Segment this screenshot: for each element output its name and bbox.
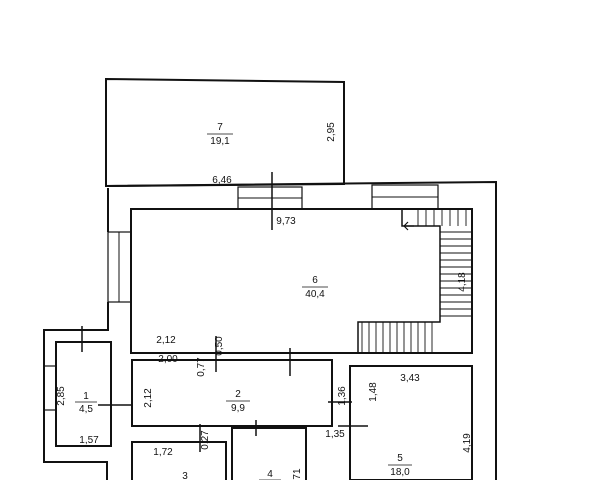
dim-label: 9,73 — [276, 216, 296, 227]
dim-label: 71 — [292, 468, 303, 480]
room-2-outline — [131, 359, 333, 427]
dim-label: 1,48 — [368, 382, 379, 402]
dim-label: 1,57 — [79, 435, 99, 446]
outer-wall — [105, 180, 497, 480]
dim-label: 1,35 — [325, 429, 345, 440]
room-4-number: 4 — [267, 469, 273, 480]
room-5-outline — [349, 365, 473, 480]
room-4-outline — [231, 427, 307, 480]
dim-label: 0,77 — [196, 357, 207, 377]
room-7-outline — [105, 77, 345, 188]
dim-label: 0,27 — [200, 430, 211, 450]
window — [43, 365, 57, 411]
dim-label: 2,00 — [158, 354, 178, 365]
staircase-outline — [357, 209, 441, 353]
room-3-outline — [131, 441, 227, 480]
dim-label: 4,19 — [462, 433, 473, 453]
dim-label: 0,50 — [214, 336, 225, 356]
room-5-number: 5 — [397, 453, 403, 464]
dim-label: 1,36 — [337, 386, 348, 406]
room-1-area: 4,5 — [79, 404, 93, 415]
room-7-number: 7 — [217, 122, 223, 133]
dim-label: 6,46 — [212, 175, 232, 186]
dim-label: 2,85 — [56, 386, 67, 406]
room-7-area: 19,1 — [210, 136, 230, 147]
room-5-area: 18,0 — [390, 467, 410, 478]
room-6-outline — [130, 208, 473, 354]
room-6-area: 40,4 — [305, 289, 325, 300]
dim-label: 4,18 — [457, 272, 468, 292]
room-6-number: 6 — [312, 275, 318, 286]
room-2-number: 2 — [235, 389, 241, 400]
room-1-number: 1 — [83, 391, 89, 402]
dim-label: 2,95 — [326, 122, 337, 142]
dim-label: 3,43 — [400, 373, 420, 384]
dim-label: 1,72 — [153, 447, 173, 458]
stair-treads — [361, 209, 472, 353]
room-3-number: 3 — [182, 471, 188, 480]
room-2-area: 9,9 — [231, 403, 245, 414]
dim-label: 2,12 — [143, 388, 154, 408]
dim-label: 2,12 — [156, 335, 176, 346]
stair-arrow — [403, 221, 414, 231]
